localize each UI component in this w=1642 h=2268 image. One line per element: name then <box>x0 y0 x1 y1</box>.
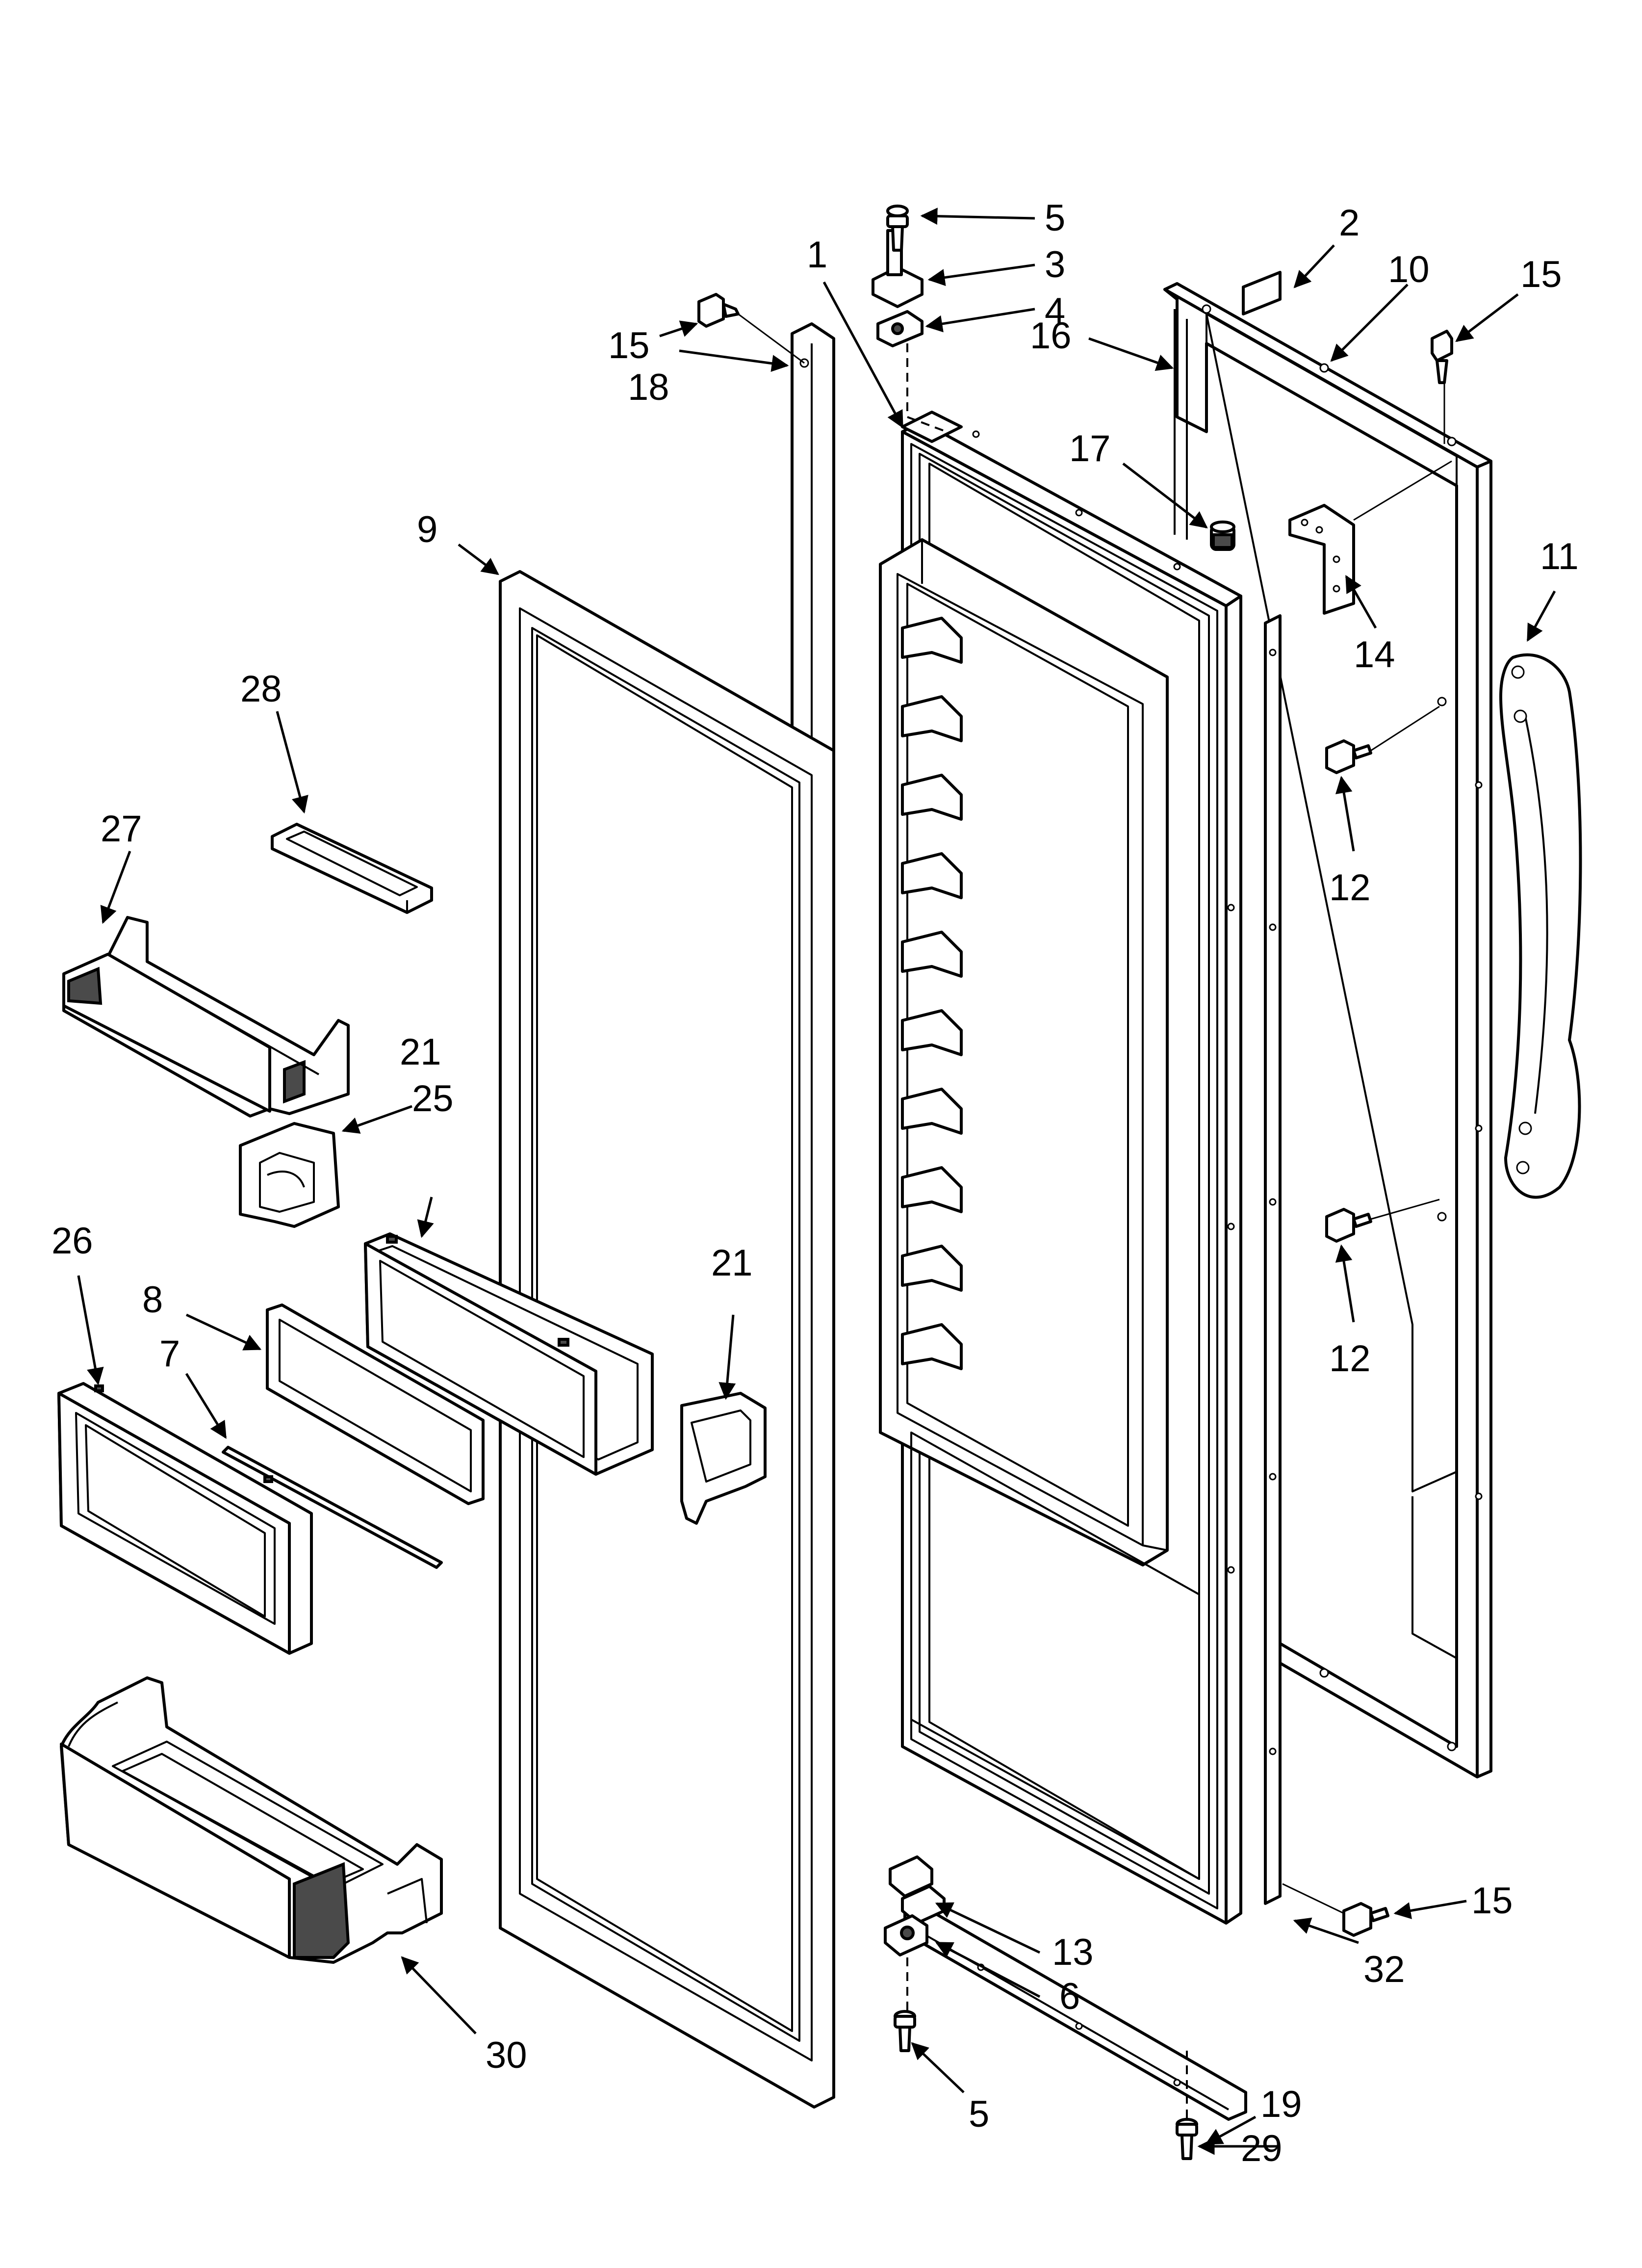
top-hinge <box>872 229 947 433</box>
screw-12-upper <box>1325 705 1440 774</box>
callout-8: 8 <box>142 1279 163 1321</box>
callout-4: 4 <box>1045 290 1065 332</box>
callout-5-top: 5 <box>1045 197 1065 239</box>
door-bin-lower <box>60 1676 443 1964</box>
hinge-bracket <box>1288 504 1355 615</box>
hinge-screw-top <box>886 205 909 252</box>
callout-25: 25 <box>412 1078 454 1120</box>
callout-27: 27 <box>101 808 142 850</box>
glass-trim-strip <box>222 1446 443 1569</box>
screw-15-left <box>697 293 805 364</box>
callout-labels: 1 2 3 4 5 5 6 7 8 9 10 11 12 12 13 14 15… <box>51 197 1579 2169</box>
callout-30: 30 <box>486 2034 527 2076</box>
callout-12-lower: 12 <box>1329 1338 1371 1380</box>
dairy-door <box>57 1382 313 1655</box>
callout-15-right: 15 <box>1520 254 1562 295</box>
callout-14: 14 <box>1354 634 1395 676</box>
screw-12-lower <box>1325 1199 1440 1243</box>
callout-15-bottom: 15 <box>1471 1880 1513 1922</box>
door-gasket <box>499 570 835 2109</box>
small-tray <box>271 823 433 914</box>
leader-lines <box>77 208 1556 2155</box>
callout-26: 26 <box>51 1220 93 1262</box>
callout-11: 11 <box>1540 536 1579 577</box>
callout-18: 18 <box>628 366 669 408</box>
door-seal-strip-right <box>1264 614 1282 1905</box>
freezer-door-main <box>879 411 1242 1925</box>
callout-15-left: 15 <box>608 325 650 366</box>
label-tag <box>1242 271 1282 315</box>
door-panel-frame <box>1163 282 1492 1778</box>
bin-end-cap-left <box>239 1122 340 1228</box>
callout-16: 16 <box>1030 315 1072 357</box>
door-seal-strip-16 <box>1174 309 1188 540</box>
callout-1: 1 <box>807 234 827 276</box>
callout-13: 13 <box>1052 1931 1094 1973</box>
trim-screw <box>1176 2118 1198 2160</box>
callout-29: 29 <box>1241 2128 1283 2169</box>
callout-5-bottom: 5 <box>969 2093 989 2135</box>
door-handle <box>1499 653 1582 1199</box>
callout-17: 17 <box>1069 428 1111 469</box>
hinge-bushing <box>1210 521 1235 551</box>
callout-28: 28 <box>240 668 282 710</box>
callout-19: 19 <box>1260 2084 1302 2125</box>
shelf-supports <box>901 617 963 1370</box>
callout-21-right: 21 <box>711 1242 753 1284</box>
drawer-housing <box>364 1232 654 1476</box>
callout-6: 6 <box>1059 1976 1080 2017</box>
callout-3: 3 <box>1045 244 1065 286</box>
callout-9: 9 <box>417 509 437 550</box>
bottom-hinge <box>884 1855 946 2011</box>
door-bin-upper <box>62 916 350 1118</box>
callout-12-upper: 12 <box>1329 867 1371 909</box>
hinge-screw-bottom <box>894 2010 916 2052</box>
callout-32: 32 <box>1363 1949 1405 1990</box>
callout-2: 2 <box>1339 202 1360 244</box>
callout-10: 10 <box>1388 249 1430 290</box>
screw-15-right <box>1353 330 1453 521</box>
bin-end-cap-right <box>680 1392 767 1525</box>
screw-15-bottom <box>1282 1883 1389 1937</box>
window-frame <box>266 1303 485 1505</box>
callout-7: 7 <box>159 1333 180 1375</box>
callout-21-left: 21 <box>400 1031 441 1073</box>
